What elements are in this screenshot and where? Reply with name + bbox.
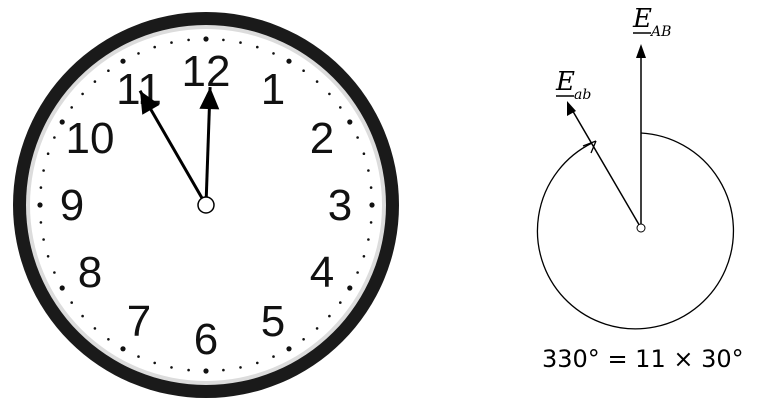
phasor-e-ab-lower-arrow bbox=[571, 108, 641, 228]
label-e-ab-upper-main: E bbox=[632, 4, 652, 34]
caption-rotation: 330° = 11 × 30° bbox=[542, 345, 744, 373]
label-e-ab-lower-sub: ab bbox=[574, 87, 591, 103]
phasor-e-ab-arrowhead bbox=[636, 44, 646, 58]
phasor-origin bbox=[637, 224, 645, 232]
rotation-arc bbox=[537, 133, 733, 329]
label-e-ab-lower: E ab bbox=[555, 67, 591, 103]
label-e-ab-lower-main: E bbox=[555, 67, 575, 97]
label-e-ab-upper-sub: AB bbox=[649, 24, 671, 40]
label-e-ab-upper: E AB bbox=[632, 4, 671, 40]
